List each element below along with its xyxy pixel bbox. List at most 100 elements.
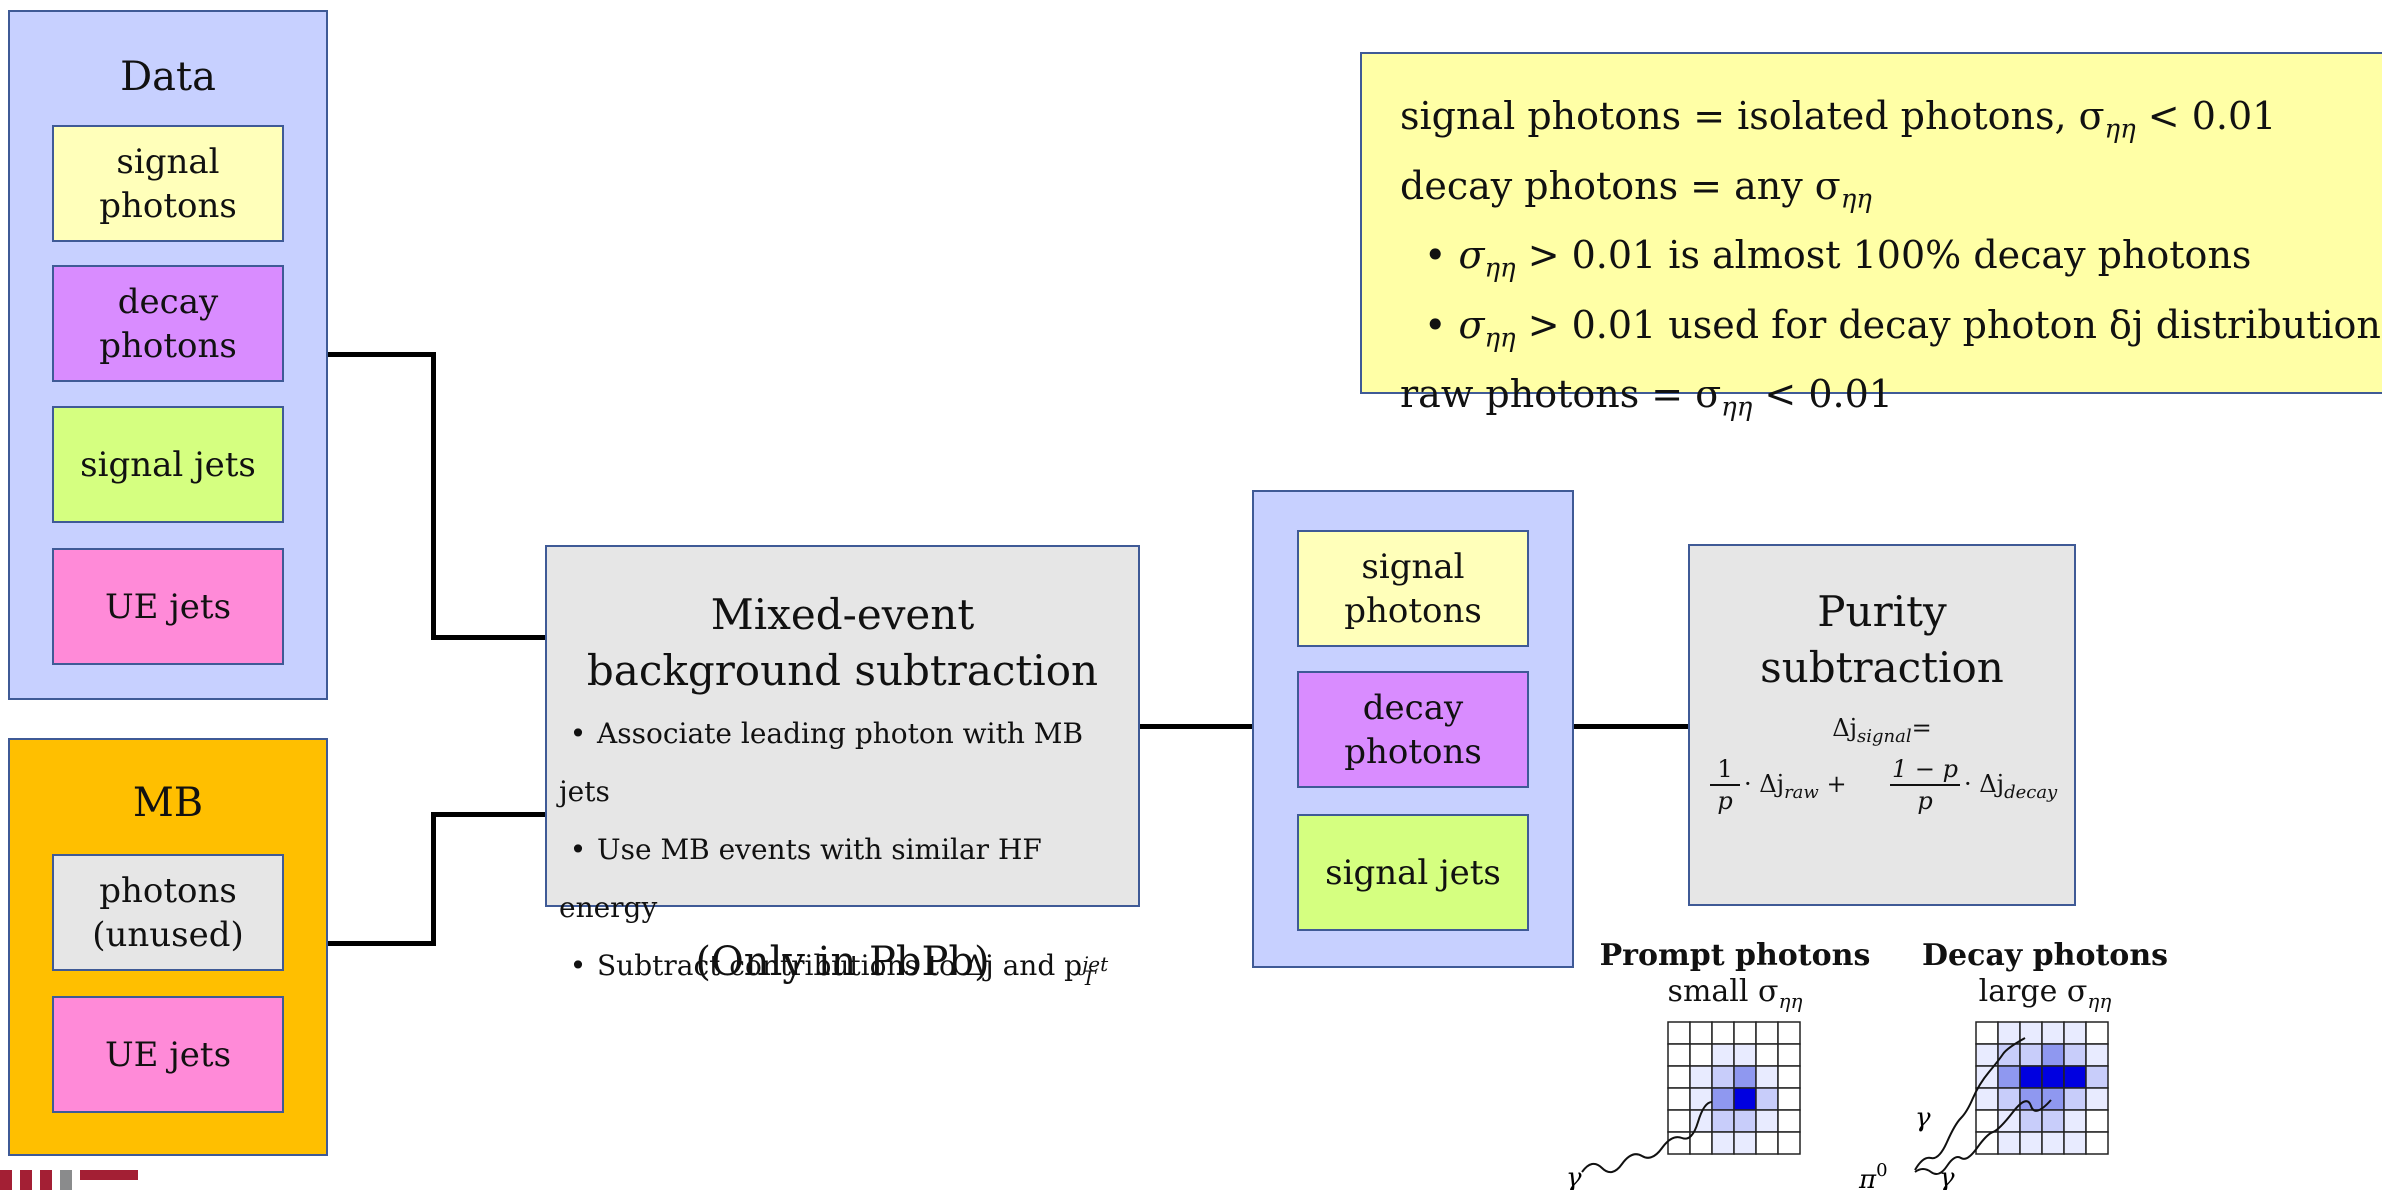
decay-grid-cell	[2063, 1065, 2087, 1089]
connector-mb-to-mixed	[328, 941, 436, 946]
prompt-grid-cell	[1755, 1021, 1779, 1045]
mb-ue-jets-box: UE jets	[52, 996, 284, 1113]
data-panel-title: Data	[120, 54, 216, 100]
prompt-grid-cell	[1733, 1109, 1757, 1133]
prompt-grid-cell	[1667, 1065, 1691, 1089]
middle-signal-jets-box: signal jets	[1297, 814, 1529, 931]
decay-grid-cell	[1997, 1065, 2021, 1089]
mixed-event-box: Mixed-event background subtraction Assoc…	[545, 545, 1140, 990]
mixed-event-title: Mixed-event background subtraction	[586, 590, 1099, 695]
decay-grid-cell	[2063, 1043, 2087, 1067]
prompt-grid-cell	[1733, 1087, 1757, 1111]
prompt-grid	[1667, 1021, 1801, 1155]
decay-photon-wave-b	[1914, 1099, 2052, 1175]
data-decay-photons-box: decay photons	[52, 265, 284, 382]
prompt-grid-cell	[1733, 1065, 1757, 1089]
decay-grid-cell	[2041, 1043, 2065, 1067]
purity-formula-top: Δjsignal=	[1832, 714, 1932, 747]
decay-pion-superscript: 0	[1876, 1160, 1887, 1181]
purity-formula: Δjsignal= 1 p · Δjraw + 1 − p p · Δjdeca…	[1690, 714, 2074, 834]
decay-grid-cell	[1975, 1087, 1999, 1111]
data-signal-jets-box: signal jets	[52, 406, 284, 523]
mixed-event-bullet-2: Use MB events with similar HF energy	[559, 821, 1129, 937]
prompt-gamma-label: γ	[1566, 1163, 1582, 1190]
purity-frac-one-over-p: 1 p	[1710, 754, 1740, 816]
prompt-photons-subtitle: small σηη	[1667, 974, 1803, 1013]
prompt-photons-title: Prompt photons	[1599, 938, 1871, 973]
decay-grid-cell	[1997, 1021, 2021, 1045]
decay-gamma-label-a: γ	[1915, 1103, 1931, 1133]
mixed-event-bullets: Associate leading photon with MB jets Us…	[559, 705, 1129, 997]
decay-grid-cell	[2085, 1109, 2109, 1133]
connector-mb-to-mixed-end	[431, 812, 545, 817]
purity-title: Purity subtraction	[1760, 587, 2004, 692]
decay-grid-cell	[2019, 1065, 2043, 1089]
decay-grid-cell	[1997, 1109, 2021, 1133]
prompt-grid-cell	[1733, 1131, 1757, 1155]
decay-photons-caption: Decay photons large σηη	[1890, 938, 2200, 1019]
prompt-grid-cell	[1689, 1087, 1713, 1111]
decay-photons-calorimeter-grid: γ γ π0	[1858, 1021, 2109, 1190]
definition-signal-photons: signal photons = isolated photons, σηη <…	[1400, 94, 2277, 145]
decay-grid-cell	[2019, 1043, 2043, 1067]
prompt-grid-cell	[1711, 1109, 1735, 1133]
prompt-grid-cell	[1711, 1043, 1735, 1067]
pt-subscript: T	[1082, 966, 1096, 990]
prompt-photons-calorimeter-grid: γ	[1566, 1021, 1801, 1190]
decay-grid-cell	[1975, 1021, 1999, 1045]
prompt-grid-cell	[1667, 1021, 1691, 1045]
decay-grid-cell	[1975, 1043, 1999, 1067]
decay-grid-cell	[2019, 1131, 2043, 1155]
prompt-grid-cell	[1755, 1131, 1779, 1155]
purity-decay-term: · Δjdecay	[1964, 770, 2058, 803]
definition-decay-photons: decay photons = any σηη	[1400, 163, 1872, 215]
decay-grid-cell	[2041, 1109, 2065, 1133]
data-panel: Data signal photons decay photons signal…	[8, 10, 328, 700]
connector-data-to-mixed-vertical	[431, 352, 436, 640]
decay-grid-cell	[2085, 1021, 2109, 1045]
prompt-grid-cell	[1689, 1065, 1713, 1089]
prompt-grid-cell	[1733, 1021, 1757, 1045]
decay-grid-cell	[2085, 1043, 2109, 1067]
jet-superscript: jet	[1082, 952, 1109, 976]
connector-mb-to-mixed-vertical	[431, 812, 436, 946]
decay-grid-cell	[2019, 1109, 2043, 1133]
decay-grid-cell	[2085, 1065, 2109, 1089]
decay-grid-cell	[1997, 1131, 2021, 1155]
purity-frac-one-minus-p: 1 − p p	[1890, 755, 1960, 815]
prompt-grid-cell	[1667, 1131, 1691, 1155]
mb-panel-title: MB	[132, 780, 204, 826]
connector-mixed-to-middle	[1139, 724, 1253, 729]
prompt-grid-cell	[1711, 1087, 1735, 1111]
data-signal-photons-box: signal photons	[52, 125, 284, 242]
decay-grid-cell	[2019, 1021, 2043, 1045]
prompt-grid-cell	[1689, 1043, 1713, 1067]
prompt-grid-cell	[1667, 1109, 1691, 1133]
prompt-grid-cell	[1777, 1109, 1801, 1133]
prompt-grid-cell	[1755, 1087, 1779, 1111]
prompt-grid-cell	[1777, 1043, 1801, 1067]
prompt-grid-cell	[1755, 1043, 1779, 1067]
prompt-grid-cell	[1689, 1131, 1713, 1155]
prompt-photon-wave	[1581, 1101, 1713, 1174]
prompt-grid-cell	[1711, 1131, 1735, 1155]
definition-raw-photons: raw photons = σηη < 0.01	[1400, 372, 1893, 423]
decay-grid-cell	[2041, 1131, 2065, 1155]
decay-photons-subtitle: large σηη	[1978, 974, 2112, 1013]
mixed-event-bullet-1: Associate leading photon with MB jets	[559, 705, 1129, 821]
connector-middle-to-purity	[1574, 724, 1688, 729]
decay-grid-cell	[2085, 1131, 2109, 1155]
decay-grid-cell	[2041, 1021, 2065, 1045]
prompt-grid-cell	[1667, 1043, 1691, 1067]
prompt-grid-cell	[1711, 1065, 1735, 1089]
middle-decay-photons-box: decay photons	[1297, 671, 1529, 788]
connector-data-to-mixed	[328, 352, 436, 357]
decay-photon-wave-a	[1914, 1037, 2026, 1171]
decay-grid-cell	[2063, 1109, 2087, 1133]
prompt-grid-cell	[1689, 1021, 1713, 1045]
prompt-grid-cell	[1777, 1087, 1801, 1111]
connector-data-to-mixed-end	[431, 635, 545, 640]
prompt-grid-cell	[1711, 1021, 1735, 1045]
middle-signal-photons-box: signal photons	[1297, 530, 1529, 647]
